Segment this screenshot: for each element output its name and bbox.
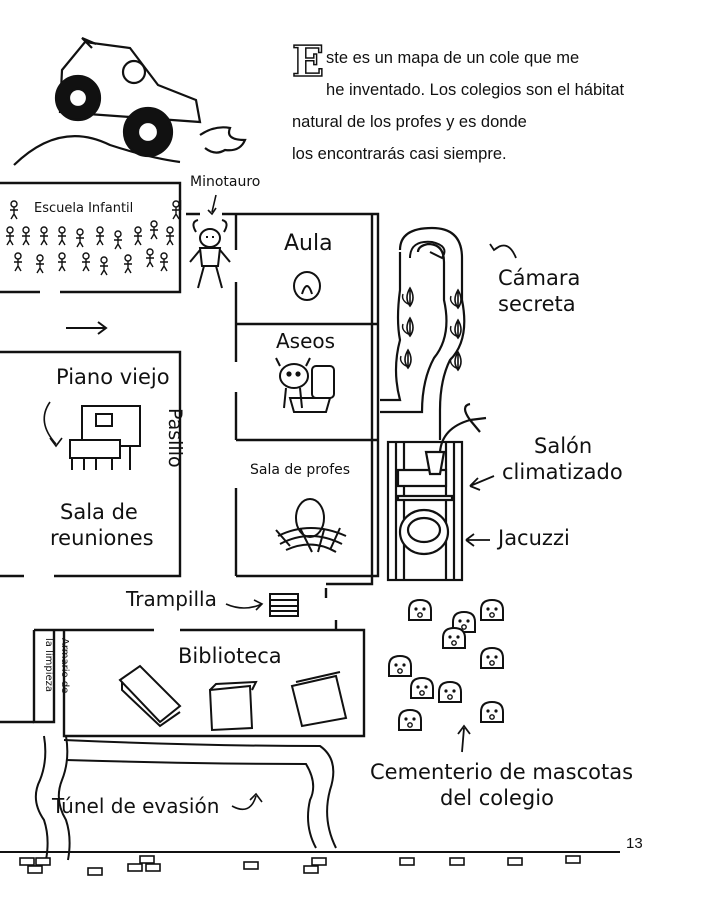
snake-icon bbox=[409, 240, 446, 260]
page-number: 13 bbox=[626, 835, 643, 852]
label-aula: Aula bbox=[284, 231, 333, 256]
books-icon bbox=[118, 664, 348, 732]
monster-truck-icon bbox=[13, 36, 247, 166]
label-sala-de-profes: Sala de profes bbox=[250, 462, 351, 478]
label-armario-2: la limpieza bbox=[43, 638, 54, 693]
label-sala-de-reuniones-1: Sala de bbox=[60, 500, 138, 524]
salon-climatizado-room bbox=[386, 402, 487, 582]
piano-icon bbox=[69, 405, 141, 470]
label-trampilla: Trampilla bbox=[126, 587, 217, 611]
escuela-infantil-room bbox=[0, 181, 182, 294]
aula-face-icon bbox=[293, 271, 321, 301]
label-camara-1: Cámara bbox=[498, 266, 581, 290]
label-salon-2: climatizado bbox=[502, 460, 623, 484]
label-sala-de-reuniones-2: reuniones bbox=[50, 526, 154, 550]
toilet-creature-icon bbox=[275, 357, 335, 413]
central-rooms bbox=[186, 212, 380, 598]
intro-line-4: los encontrarás casi siempre. bbox=[292, 145, 507, 163]
minotaur-icon bbox=[189, 219, 231, 289]
label-salon-1: Salón bbox=[534, 434, 593, 458]
label-biblioteca: Biblioteca bbox=[178, 644, 282, 668]
label-cementerio-2: del colegio bbox=[440, 786, 554, 810]
intro-text: E ste es un mapa de un cole que me he in… bbox=[291, 37, 692, 170]
label-camara-2: secreta bbox=[498, 292, 576, 316]
label-tunel: Túnel de evasión bbox=[52, 794, 220, 818]
intro-line-2: he inventado. Los colegios son el hábita… bbox=[326, 81, 625, 99]
label-pasillo: Pasillo bbox=[164, 408, 186, 468]
sala-de-reuniones-room bbox=[0, 350, 182, 578]
egg-nest-icon bbox=[275, 498, 347, 553]
label-jacuzzi: Jacuzzi bbox=[498, 526, 570, 550]
label-armario-1: Armario de bbox=[59, 638, 70, 694]
tunel-de-evasion bbox=[34, 735, 337, 861]
intro-line-3: natural de los profes y es donde bbox=[292, 113, 527, 131]
trampilla-icon bbox=[269, 593, 299, 617]
label-minotauro: Minotauro bbox=[190, 174, 261, 190]
label-piano-viejo: Piano viejo bbox=[56, 365, 170, 389]
label-cementerio-1: Cementerio de mascotas bbox=[370, 760, 634, 784]
biblioteca-room bbox=[0, 620, 366, 738]
pet-cemetery bbox=[388, 599, 504, 731]
intro-dropcap: E bbox=[291, 37, 325, 86]
bricks bbox=[19, 855, 581, 876]
camara-secreta-passage bbox=[380, 226, 466, 440]
intro-line-1: ste es un mapa de un cole que me bbox=[326, 49, 580, 67]
label-aseos: Aseos bbox=[276, 329, 336, 353]
label-escuela-infantil: Escuela Infantil bbox=[34, 201, 134, 216]
